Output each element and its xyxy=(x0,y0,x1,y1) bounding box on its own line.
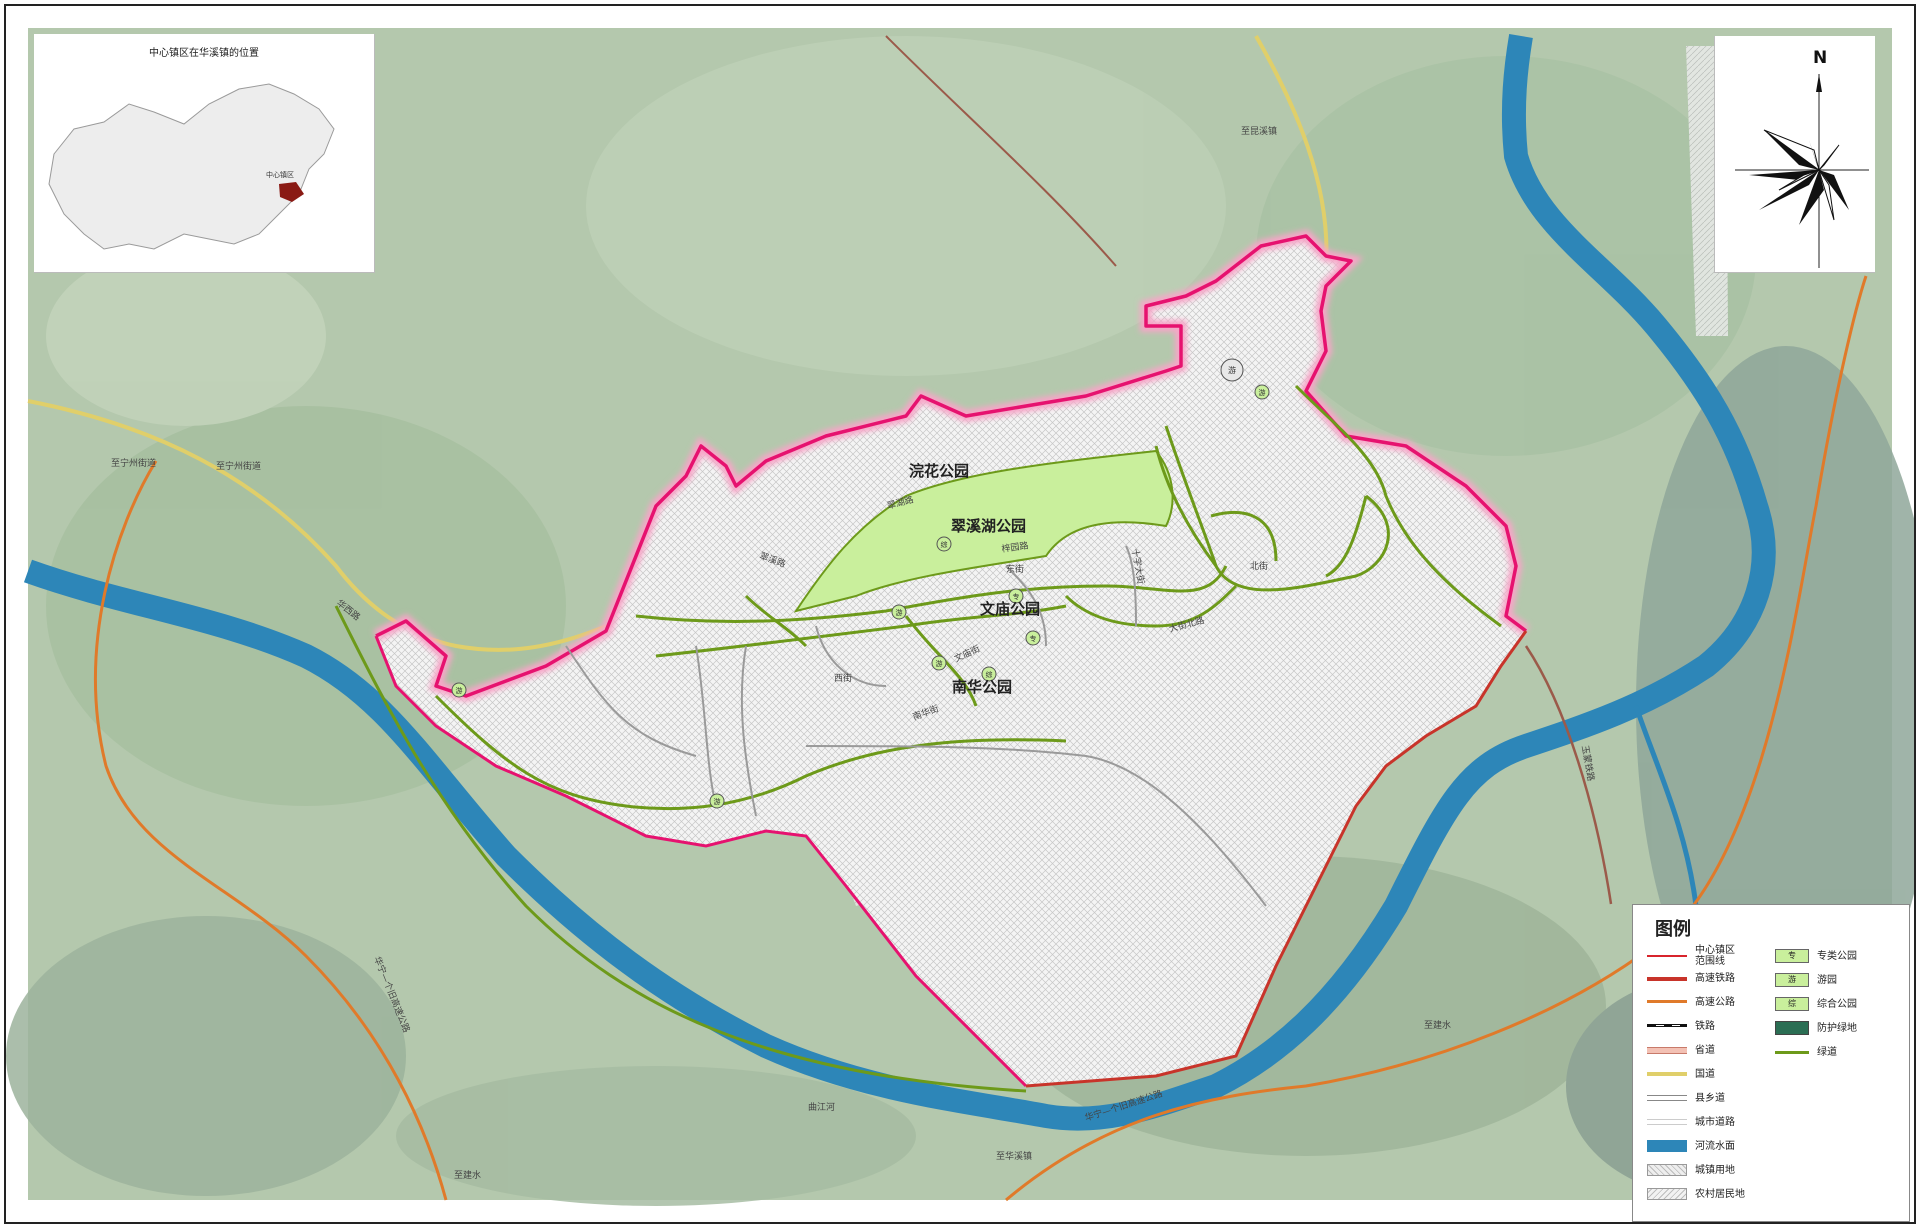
road-label: 至宁州街道 xyxy=(216,460,261,472)
svg-text:综: 综 xyxy=(941,540,948,549)
map-legend: 图例 中心镇区 范围线 高速铁路 高速公路 铁路 省道 国道 县乡道 城市道路 … xyxy=(1632,904,1910,1222)
greenway-network xyxy=(334,384,1502,1093)
road-label: 东街 xyxy=(1006,563,1024,575)
inset-title: 中心镇区在华溪镇的位置 xyxy=(149,48,259,59)
svg-text:游: 游 xyxy=(1259,388,1266,397)
legend-item-city-road: 城市道路 xyxy=(1647,1115,1735,1129)
river-branch xyxy=(1633,705,1699,907)
legend-item-river: 河流水面 xyxy=(1647,1139,1735,1153)
inset-marker-label: 中心镇区 xyxy=(266,170,294,179)
park-markers: 综 游 游 综 专 专 游 游 游 游 xyxy=(451,358,1270,809)
road-label: 至昆溪镇 xyxy=(1241,125,1277,137)
park-label-cuixihu: 翠溪湖公园 xyxy=(951,517,1026,535)
legend-item-expressway: 高速公路 xyxy=(1647,995,1735,1009)
north-label: N xyxy=(1813,48,1828,68)
legend-item-special-park: 专 专类公园 xyxy=(1775,949,1857,963)
expressway-west xyxy=(94,460,448,1201)
boundary-line-south xyxy=(374,635,1028,1088)
svg-text:游: 游 xyxy=(714,797,721,806)
legend-item-town-land: 城镇用地 xyxy=(1647,1163,1735,1177)
legend-item-greenway: 绿道 xyxy=(1775,1045,1837,1059)
park-label-huanhua: 浣花公园 xyxy=(909,462,969,480)
quijiang-river xyxy=(23,34,1776,1131)
legend-item-boundary: 中心镇区 范围线 xyxy=(1647,945,1735,967)
svg-text:游: 游 xyxy=(896,608,903,617)
road-label: 至华溪镇 xyxy=(996,1150,1032,1162)
river-label: 曲江河 xyxy=(808,1101,835,1113)
inset-map: 中心镇区 xyxy=(48,83,335,250)
road-label: 至宁州街道 xyxy=(111,457,156,469)
legend-item-county-road: 县乡道 xyxy=(1647,1091,1725,1105)
legend-item-comprehensive-park: 综 综合公园 xyxy=(1775,997,1857,1011)
legend-item-garden-park: 游 游园 xyxy=(1775,973,1837,987)
park-label-nanhua: 南华公园 xyxy=(952,678,1012,696)
road-label: 北街 xyxy=(1250,560,1268,572)
park-label-wenmiao: 文庙公园 xyxy=(980,600,1040,618)
railway xyxy=(885,35,1117,267)
legend-title: 图例 xyxy=(1655,919,1691,940)
legend-item-rural-land: 农村居民地 xyxy=(1647,1187,1745,1201)
svg-text:综: 综 xyxy=(986,670,993,679)
compass-rose: N xyxy=(1714,36,1875,273)
map-frame: 综 游 游 综 专 专 游 游 游 游 浣花公园 翠溪湖公园 文庙公园 南华公园… xyxy=(4,4,1916,1224)
huaxi-town-outline xyxy=(48,83,335,250)
central-town-marker xyxy=(279,182,304,202)
legend-item-national-road: 国道 xyxy=(1647,1067,1715,1081)
county-roads xyxy=(565,545,1267,907)
road-label: 西街 xyxy=(834,672,852,684)
legend-item-railway: 铁路 xyxy=(1647,1019,1715,1033)
road-label: 梓园路 xyxy=(1001,539,1029,555)
road-label: 至建水 xyxy=(454,1169,481,1181)
legend-item-protective-green: 防护绿地 xyxy=(1775,1021,1857,1035)
railway xyxy=(1524,645,1613,905)
boundary-line-east xyxy=(1025,630,1528,1088)
svg-text:游: 游 xyxy=(936,659,943,668)
svg-text:游: 游 xyxy=(1228,365,1236,375)
location-inset: 中心镇区在华溪镇的位置 中心镇区 xyxy=(34,34,375,273)
legend-item-provincial-road: 省道 xyxy=(1647,1043,1715,1057)
cuixihu-park-area xyxy=(793,449,1174,613)
map-canvas: 综 游 游 综 专 专 游 游 游 游 浣花公园 翠溪湖公园 文庙公园 南华公园… xyxy=(6,28,1914,1206)
legend-item-hsr: 高速铁路 xyxy=(1647,971,1735,985)
svg-text:游: 游 xyxy=(456,686,463,695)
road-label: 至建水 xyxy=(1424,1019,1451,1031)
svg-text:专: 专 xyxy=(1013,592,1020,601)
svg-text:专: 专 xyxy=(1030,634,1037,643)
wind-rose-icon xyxy=(1735,74,1869,268)
